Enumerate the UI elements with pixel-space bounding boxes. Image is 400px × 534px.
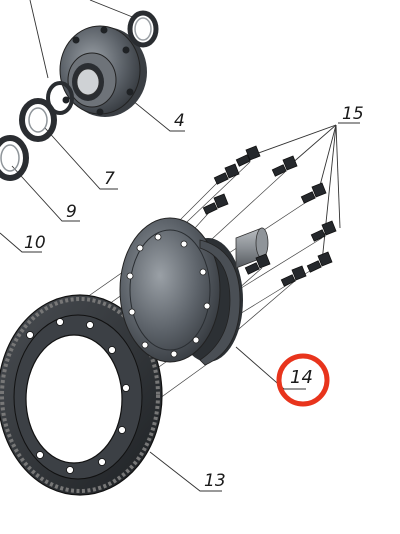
leader-10 [0, 232, 42, 253]
bolt [235, 145, 261, 167]
callout-13: 13 [204, 471, 226, 491]
leader-15-d [335, 124, 341, 229]
bolt [244, 253, 271, 275]
leader-15-c [317, 124, 337, 194]
bolt [271, 155, 298, 177]
leader-7 [44, 127, 118, 190]
seal-ring-a [46, 81, 74, 115]
leader-15-b [289, 124, 337, 166]
leader-top-b [29, 0, 49, 79]
callout-7: 7 [104, 169, 115, 189]
leader-15-a [252, 124, 337, 156]
bolt [202, 193, 229, 215]
seal-ring-9 [0, 135, 29, 181]
part-4-output-flange [59, 25, 147, 117]
leader-14 [235, 346, 306, 390]
bolt [300, 182, 327, 204]
highlight-circle [276, 353, 330, 407]
leader-13 [149, 451, 222, 492]
leader-top-a [89, 0, 136, 19]
part-13-ring-gear [0, 294, 163, 496]
seal-ring-7 [19, 98, 57, 142]
part-14-differential-case [119, 217, 269, 366]
bolt [306, 251, 333, 273]
seal-ring-top [127, 10, 159, 48]
callout-14: 14 [290, 367, 313, 388]
bolt [280, 265, 307, 287]
bolt [213, 163, 240, 185]
leader-9 [11, 165, 80, 222]
part-15-bolts [202, 145, 337, 287]
bolt [310, 220, 337, 242]
callout-9: 9 [66, 202, 77, 222]
leader-4 [121, 91, 185, 132]
callout-10: 10 [24, 233, 46, 253]
callout-4: 4 [174, 111, 185, 131]
leader-15-e [321, 124, 337, 263]
callout-15: 15 [342, 104, 364, 124]
leader-lines [0, 0, 360, 492]
